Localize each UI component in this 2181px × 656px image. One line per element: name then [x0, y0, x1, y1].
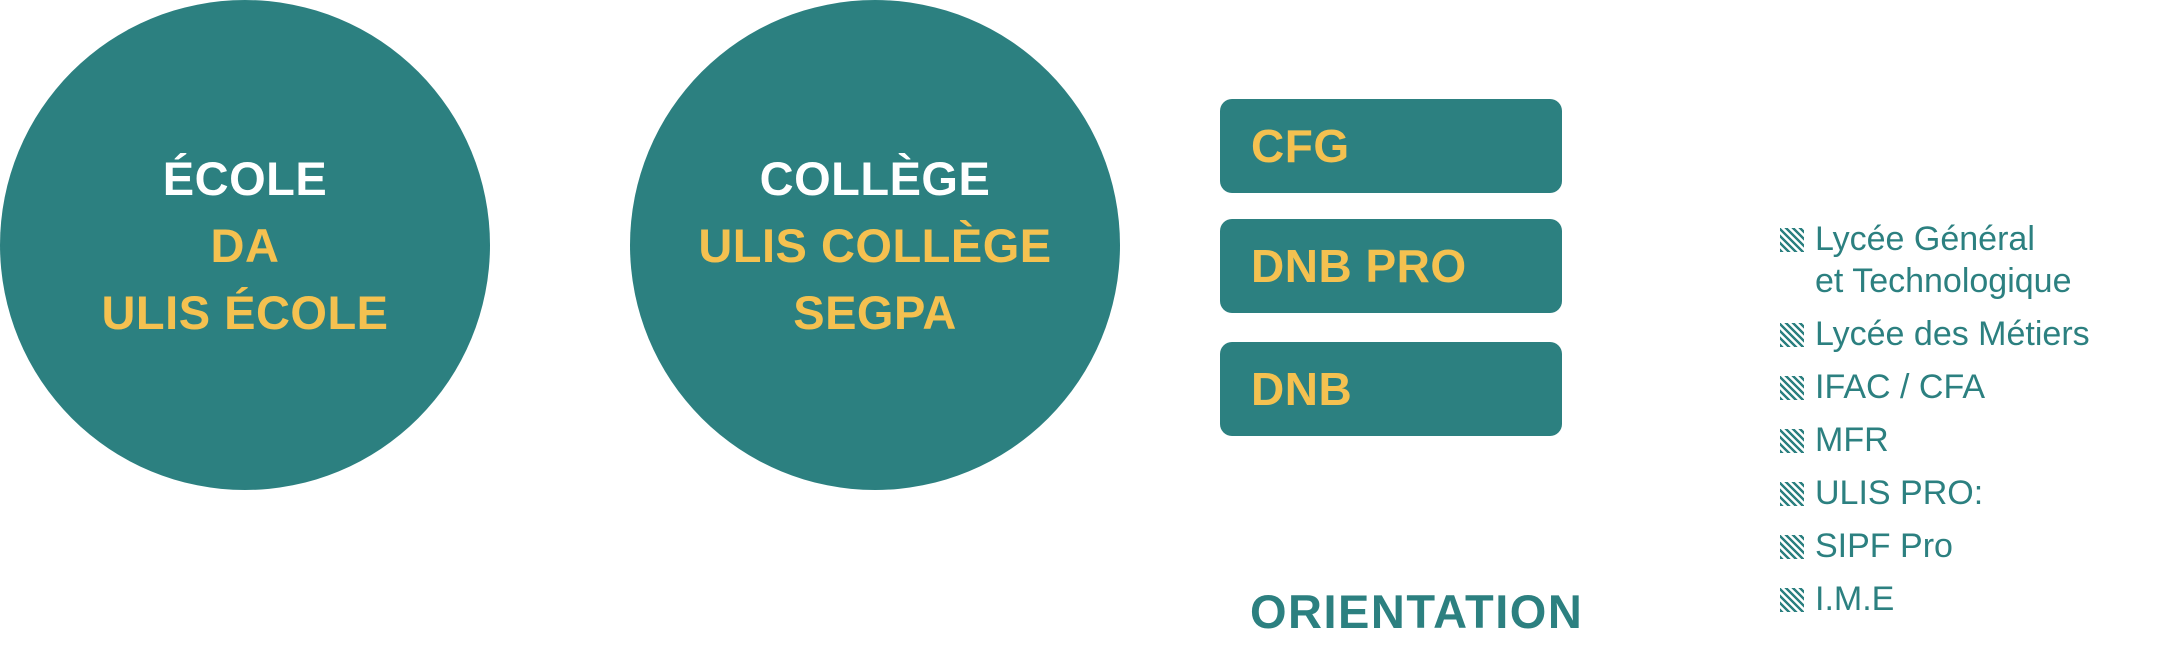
list-item-label: ULIS PRO:	[1815, 474, 1984, 512]
list-item: I.M.E	[1780, 578, 2090, 620]
diploma-box-dnb: DNB	[1220, 342, 1562, 436]
diploma-box-cfg: CFG	[1220, 99, 1562, 193]
circle-college-item-segpa: SEGPA	[793, 285, 957, 339]
hatched-square-icon	[1780, 323, 1804, 347]
hatched-square-icon	[1780, 429, 1804, 453]
hatched-square-icon	[1780, 376, 1804, 400]
list-item: IFAC / CFA	[1780, 366, 2090, 408]
list-item: SIPF Pro	[1780, 525, 2090, 567]
list-item-label: Lycée Général	[1815, 220, 2035, 258]
circle-ecole: ÉCOLE DA ULIS ÉCOLE	[0, 0, 490, 490]
list-item-label: MFR	[1815, 421, 1889, 459]
hatched-square-icon	[1780, 588, 1804, 612]
list-item-label: Lycée des Métiers	[1815, 315, 2090, 353]
list-item: Lycée Général et Technologique	[1780, 218, 2090, 302]
hatched-square-icon	[1780, 228, 1804, 252]
hatched-square-icon	[1780, 482, 1804, 506]
list-item-label: SIPF Pro	[1815, 527, 1953, 565]
hatched-square-icon	[1780, 535, 1804, 559]
list-item: Lycée des Métiers	[1780, 313, 2090, 355]
list-item-label-line2: et Technologique	[1815, 262, 2072, 300]
circle-ecole-item-da: DA	[210, 218, 280, 272]
orientation-label: ORIENTATION	[1250, 585, 1584, 638]
circle-college-item-ulis-college: ULIS COLLÈGE	[698, 218, 1052, 272]
circle-ecole-item-ulis-ecole: ULIS ÉCOLE	[101, 285, 389, 339]
circle-college-title: COLLÈGE	[759, 151, 991, 205]
orientation-list: Lycée Général et Technologique Lycée des…	[1780, 218, 2090, 631]
list-item-label: I.M.E	[1815, 580, 1895, 618]
diploma-box-dnb-pro: DNB PRO	[1220, 219, 1562, 313]
list-item: ULIS PRO:	[1780, 472, 2090, 514]
list-item-label: IFAC / CFA	[1815, 368, 1986, 406]
list-item: MFR	[1780, 419, 2090, 461]
circle-ecole-title: ÉCOLE	[162, 151, 328, 205]
circle-college: COLLÈGE ULIS COLLÈGE SEGPA	[630, 0, 1120, 490]
